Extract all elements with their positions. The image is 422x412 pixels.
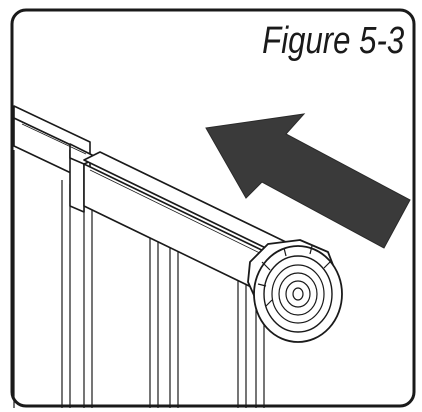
pressure-cap-icon [247,239,343,343]
direction-arrow-icon [205,113,411,249]
figure-label: Figure 5-3 [261,20,404,62]
gate-frame-icon [13,150,265,408]
top-rail-icon [13,105,291,299]
